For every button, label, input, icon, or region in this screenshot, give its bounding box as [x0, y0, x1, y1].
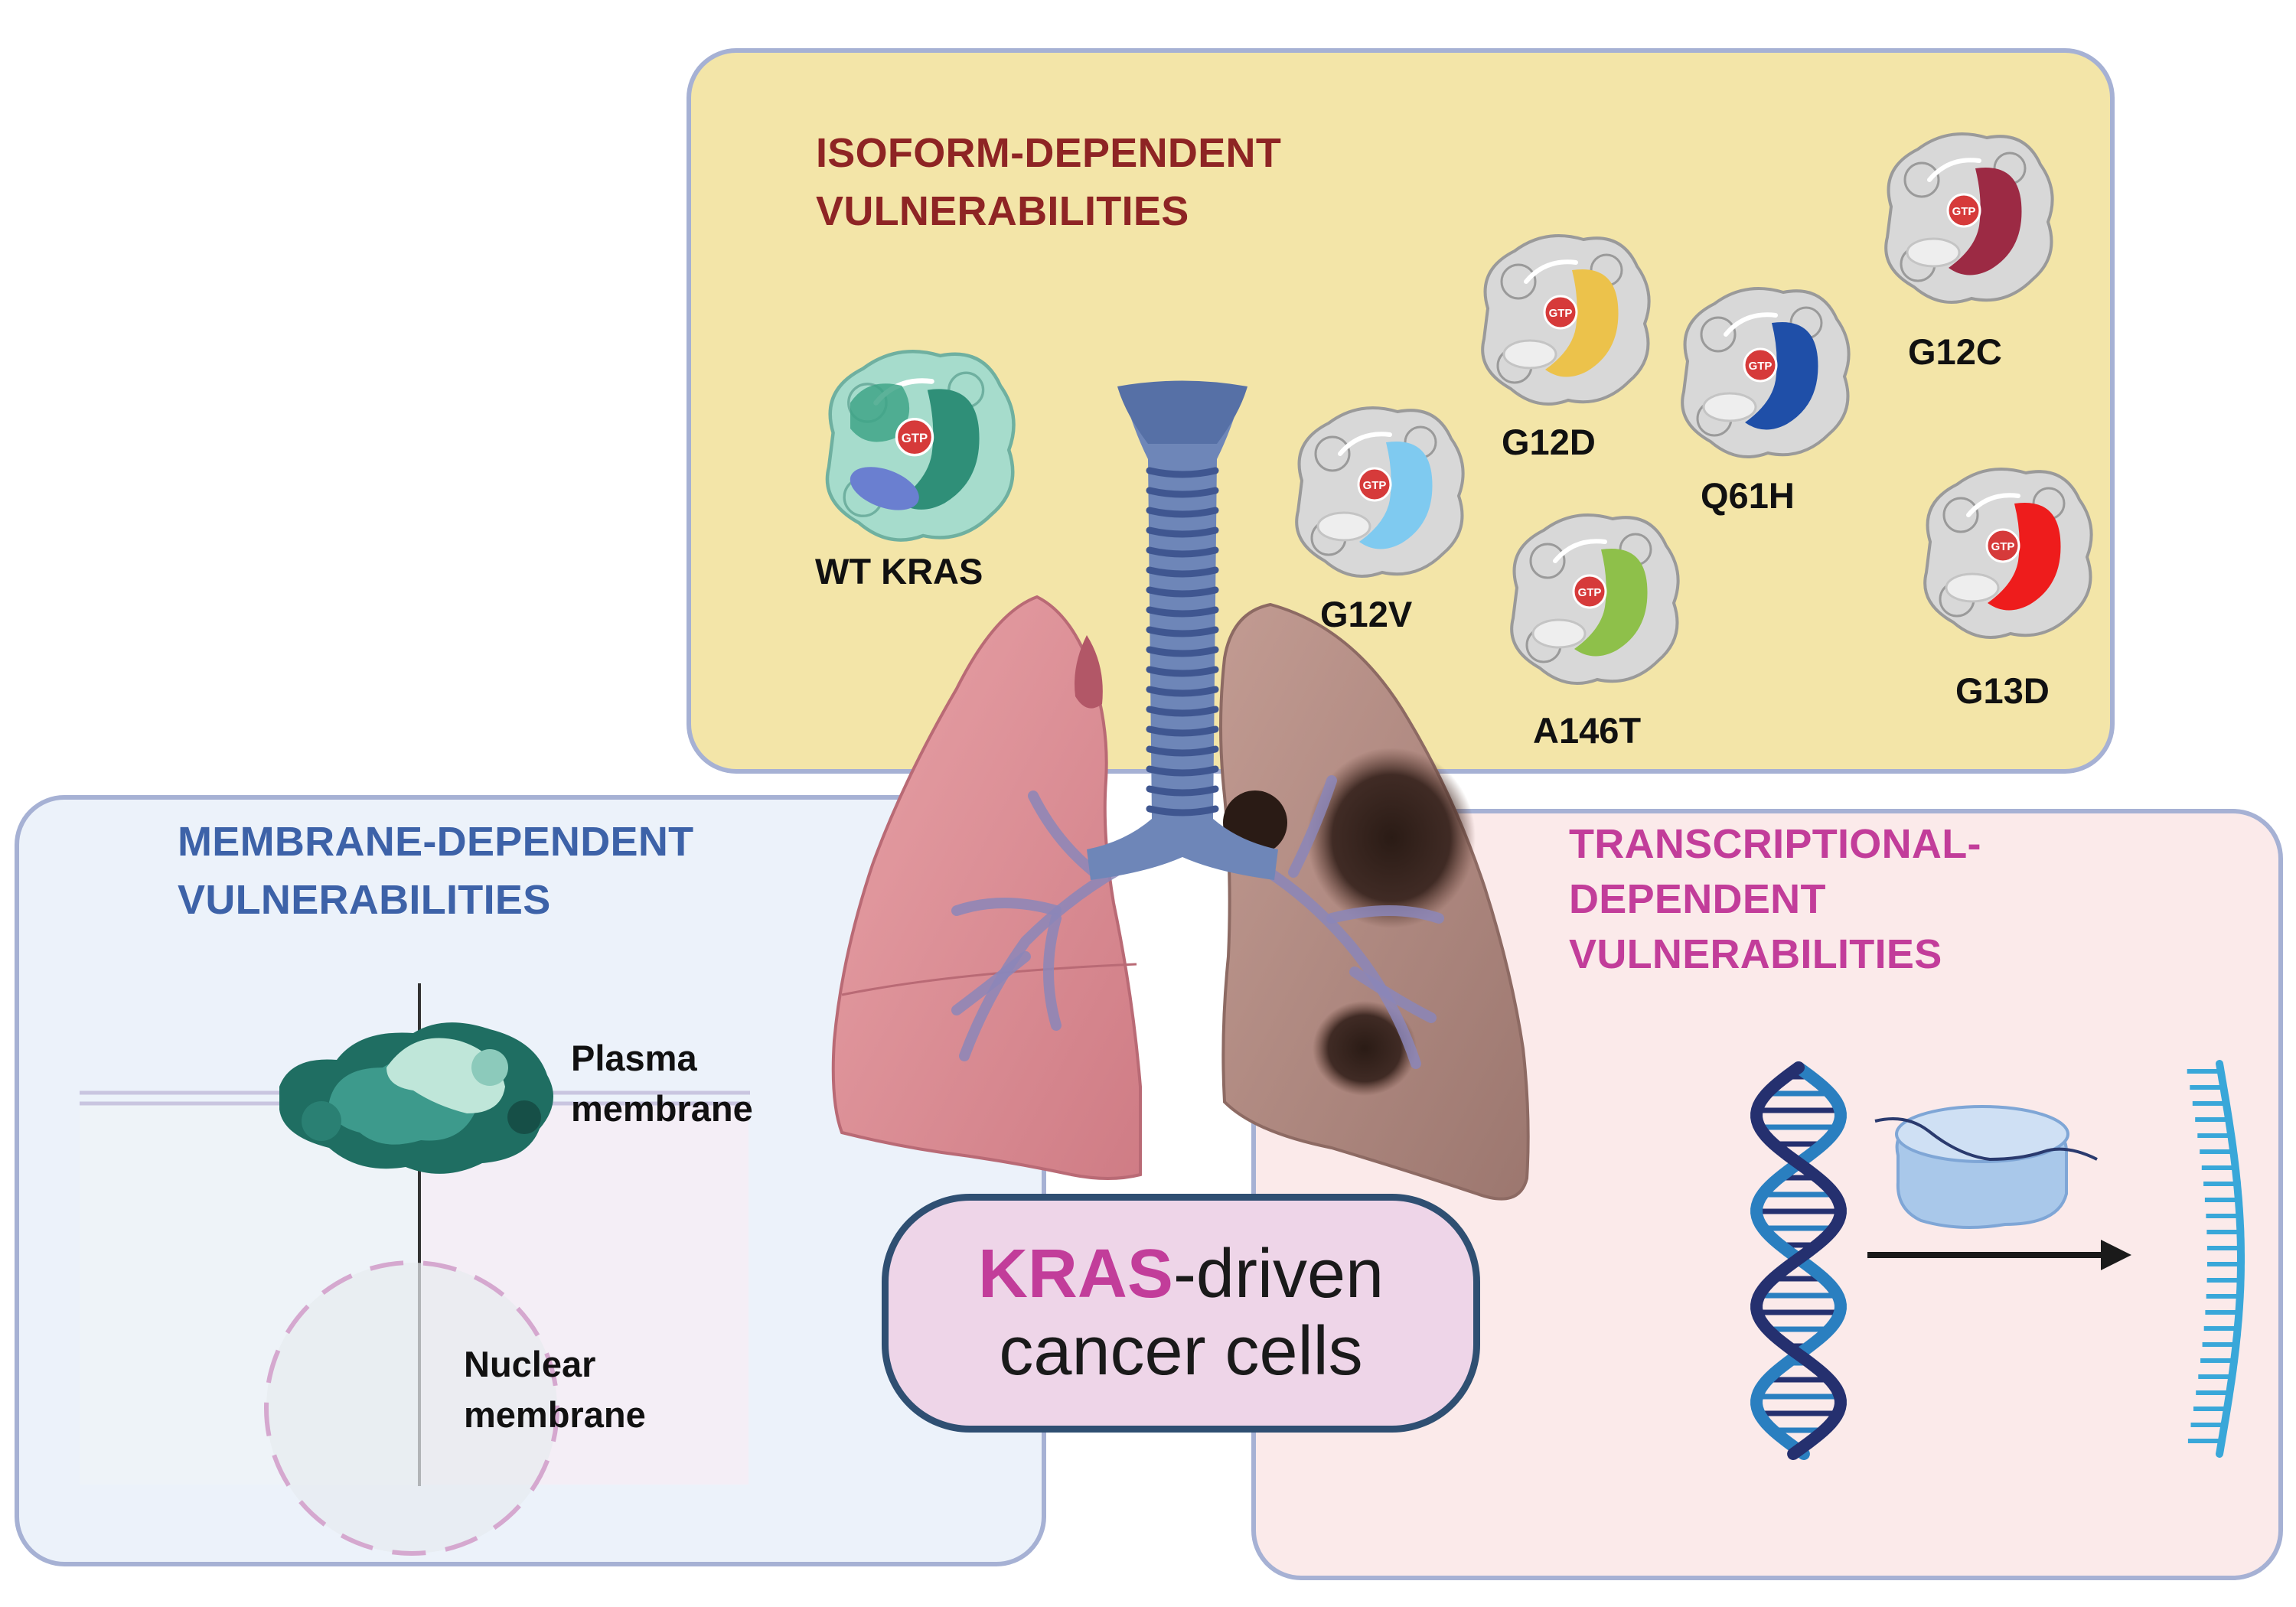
membrane-schematic — [80, 983, 750, 1556]
left-lung — [831, 595, 1142, 1180]
plasma-membrane-label-line1: Plasma — [571, 1038, 697, 1078]
membrane-title-line1: MEMBRANE-DEPENDENT — [178, 819, 694, 865]
dna-helix-icon — [1750, 1061, 1847, 1460]
gtp-badge: GTP — [1549, 307, 1573, 320]
protein-label-wt-kras: WT KRAS — [815, 551, 983, 592]
kras-driven-cancer-cells-box: KRAS-driven cancer cells — [882, 1194, 1480, 1433]
protein-label-a146t: A146T — [1533, 710, 1642, 751]
transcriptional-title-line1: TRANSCRIPTIONAL- — [1569, 821, 1981, 867]
gtp-badge: GTP — [1749, 360, 1773, 373]
trachea-icon — [1087, 380, 1278, 880]
kras-protein-icon: GTP — [1884, 132, 2054, 304]
center-line1: KRAS-driven — [978, 1236, 1384, 1313]
tumor-icon — [1223, 748, 1476, 1096]
kras-protein-icon: GTP — [1681, 287, 1851, 458]
kras-protein-icon: GTP — [825, 350, 1016, 542]
transcriptional-title-line3: VULNERABILITIES — [1569, 931, 1942, 977]
plasma-membrane-label-line2: membrane — [571, 1088, 753, 1129]
kras-protein-icon: GTP — [1295, 406, 1465, 578]
isoform-title-line2: VULNERABILITIES — [816, 188, 1189, 234]
center-line2: cancer cells — [999, 1313, 1363, 1390]
ribosome-icon — [1874, 1105, 2098, 1229]
center-kras-highlight: KRAS — [977, 1236, 1173, 1313]
mrna-strand-icon — [2187, 1060, 2245, 1458]
gtp-badge: GTP — [1363, 479, 1387, 492]
isoform-title-line1: ISOFORM-DEPENDENT — [816, 130, 1282, 176]
arrow-right-icon — [1867, 1240, 2131, 1270]
transcriptional-title-line2: DEPENDENT — [1569, 876, 1826, 922]
nucleus-icon — [264, 1260, 559, 1556]
gtp-badge: GTP — [1578, 586, 1602, 599]
gtp-badge: GTP — [1952, 205, 1976, 218]
gtp-badge: GTP — [902, 431, 928, 445]
center-rest-line1: -driven — [1172, 1236, 1384, 1313]
protein-label-g12d: G12D — [1502, 422, 1596, 462]
nuclear-membrane-label-line1: Nuclear — [464, 1344, 596, 1384]
lungs-icon — [831, 380, 1530, 1201]
membrane-protein-icon — [279, 1022, 553, 1174]
kras-protein-icon: GTP — [1923, 468, 2093, 639]
gtp-badge: GTP — [1991, 540, 2015, 553]
protein-label-g12v: G12V — [1320, 594, 1413, 634]
kras-protein-icon: GTP — [1510, 513, 1680, 685]
nuclear-membrane-label-line2: membrane — [464, 1394, 646, 1435]
protein-label-g12c: G12C — [1908, 331, 2002, 372]
kras-protein-icon: GTP — [1481, 234, 1651, 406]
protein-label-g13d: G13D — [1955, 670, 2050, 711]
protein-icons-layer: GTP GTP GTP GTP GTP GTP GTP — [825, 132, 2093, 685]
membrane-title-line2: VULNERABILITIES — [178, 877, 551, 923]
protein-label-q61h: Q61H — [1701, 475, 1795, 516]
